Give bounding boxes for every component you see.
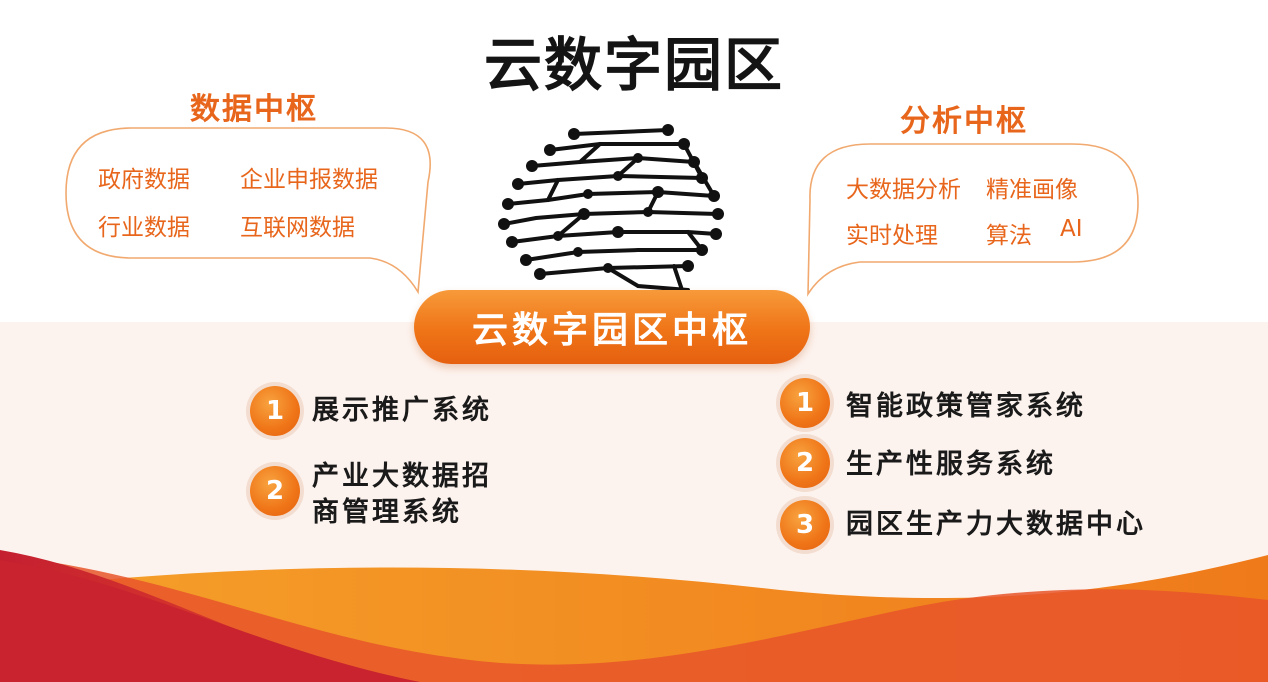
tag-real-time-processing: 实时处理 <box>846 223 938 249</box>
tag-ai: AI <box>1060 216 1083 242</box>
right-item-1-number-badge: 1 <box>780 378 830 428</box>
tag-big-data-analysis: 大数据分析 <box>846 177 961 203</box>
tag-internet-data: 互联网数据 <box>240 215 355 241</box>
right-item-3-number-badge: 3 <box>780 500 830 550</box>
left-item-1-number-badge: 1 <box>250 386 300 436</box>
tag-enterprise-declaration-data: 企业申报数据 <box>240 167 378 193</box>
page-title: 云数字园区 <box>483 31 784 99</box>
brain-circuit-icon <box>498 124 724 292</box>
central-hub-label: 云数字园区中枢 <box>471 310 752 351</box>
tag-precise-profiling: 精准画像 <box>986 177 1078 203</box>
right-item-2-label: 生产性服务系统 <box>846 449 1056 480</box>
tag-algorithm: 算法 <box>986 223 1032 249</box>
right-item-1-label: 智能政策管家系统 <box>846 391 1086 422</box>
right-item-3-label: 园区生产力大数据中心 <box>846 509 1146 540</box>
tag-government-data: 政府数据 <box>98 167 190 193</box>
data-hub-title: 数据中枢 <box>190 92 318 127</box>
left-item-2-number-badge: 2 <box>250 466 300 516</box>
left-item-2-label-line1: 产业大数据招 <box>312 461 492 492</box>
analysis-hub-title: 分析中枢 <box>900 104 1028 139</box>
right-item-2-number-badge: 2 <box>780 438 830 488</box>
tag-industry-data: 行业数据 <box>98 215 190 241</box>
central-hub-pill: 云数字园区中枢 <box>414 290 810 364</box>
left-item-2-label-line2: 商管理系统 <box>312 497 462 528</box>
left-item-1-label: 展示推广系统 <box>312 395 492 426</box>
